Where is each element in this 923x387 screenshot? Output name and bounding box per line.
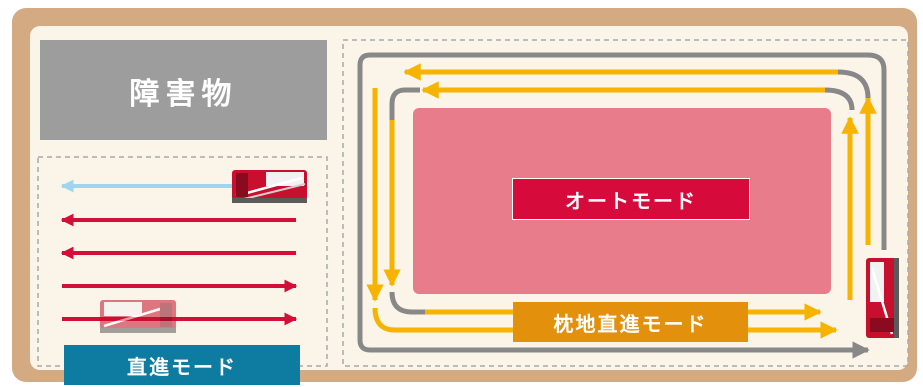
harvester-machine-icon [232,170,307,203]
obstacle-block [40,40,327,140]
inner-loop-track [389,291,425,315]
straight-mode-label: 直進モード [64,345,300,385]
harvester-machine-icon [100,300,176,333]
headland-mode-area [342,39,909,367]
headland-path [372,307,838,339]
harvester-machine-icon [866,258,899,338]
auto-mode-label: オートモード [512,178,750,220]
outer-loop-track [357,52,870,359]
inner-loop-track [824,87,855,111]
obstacle-label: 障害物 [129,77,238,112]
outer-loop-track [867,52,887,250]
headland-mode-label: 枕地直進モード [513,302,748,342]
inner-loop-track [389,87,420,120]
outer-loop-track [837,69,871,99]
